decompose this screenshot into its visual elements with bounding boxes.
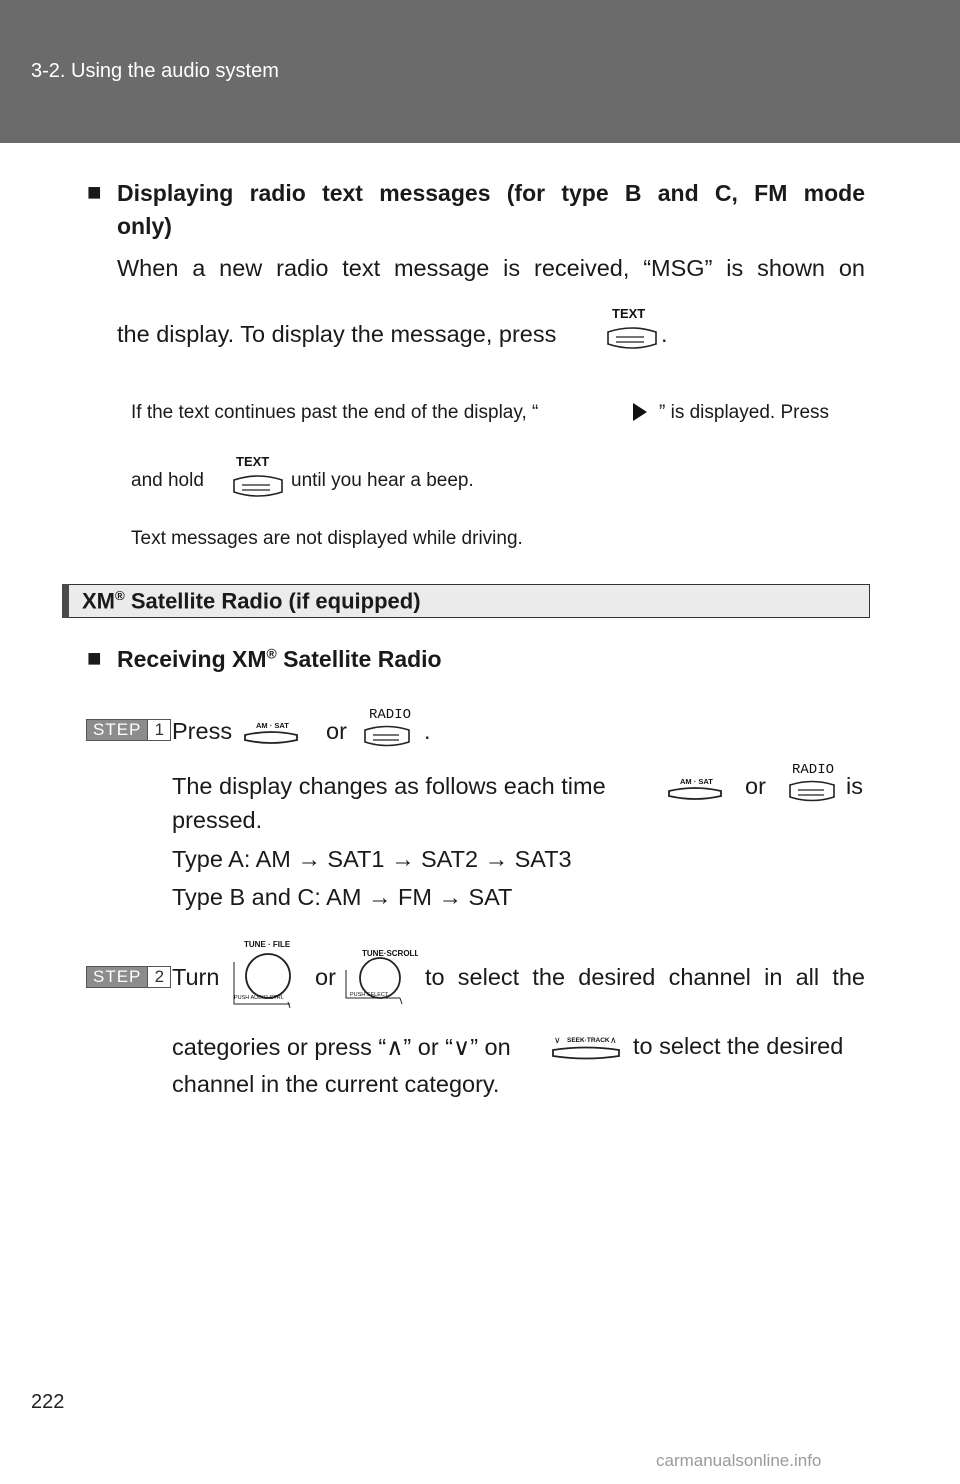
radio-label-2: RADIO <box>792 762 834 778</box>
receiving-heading-pre: Receiving XM <box>117 646 267 672</box>
section-title: XM® Satellite Radio (if equipped) <box>82 588 421 614</box>
tune-file-label: TUNE · FILE <box>244 940 291 949</box>
step-1-line-b: pressed. <box>172 807 263 833</box>
tune-scroll-label: TUNE·SCROLL <box>362 949 418 958</box>
step-1-end: . <box>424 718 431 744</box>
step-1-line-a-or: or <box>745 773 766 799</box>
note-2: Text messages are not displayed while dr… <box>131 528 523 549</box>
step-1-line-a-post: is <box>846 773 863 799</box>
step-2-num: 2 <box>147 967 171 987</box>
section-title-reg: ® <box>115 588 125 603</box>
page-number: 222 <box>31 1391 65 1413</box>
step-2-line-1-post: to select the desired channel in all the <box>425 964 865 990</box>
svg-text:∨: ∨ <box>554 1035 561 1045</box>
seek-track-button-icon: ∨ SEEK·TRACK ∧ <box>552 1035 620 1060</box>
step-1-num: 1 <box>147 720 171 740</box>
header-section-title: 3-2. Using the audio system <box>31 60 279 82</box>
radio-text-heading-2: only) <box>117 213 172 239</box>
step-1-type-bc: Type B and C: AM → FM → SAT <box>172 884 513 910</box>
note-1-line-2-pre: and hold <box>131 470 204 491</box>
play-arrow-icon <box>633 403 647 421</box>
text-button-icon-2: TEXT <box>233 454 283 497</box>
note-1-line-1-pre: If the text continues past the end of th… <box>131 402 539 423</box>
am-sat-label-2: AM · SAT <box>680 777 713 786</box>
receiving-heading: Receiving XM® Satellite Radio <box>117 646 442 673</box>
note-1-line-2-post: until you hear a beep. <box>291 470 474 491</box>
am-sat-button-icon-2: AM · SAT <box>668 777 722 800</box>
step-1-press: Press <box>172 718 233 744</box>
tune-scroll-sub: PUSH SELECT <box>350 992 389 998</box>
svg-text:∧: ∧ <box>610 1035 617 1045</box>
step-1-type-a: Type A: AM → SAT1 → SAT2 → SAT3 <box>172 846 572 872</box>
radio-text-para-2: the display. To display the message, pre… <box>117 321 557 347</box>
text-button-icon-label: TEXT <box>612 306 645 321</box>
radio-text-para-1: When a new radio text message is receive… <box>117 255 865 281</box>
am-sat-label: AM · SAT <box>256 721 289 730</box>
receiving-heading-reg: ® <box>266 646 277 662</box>
tune-file-knob-icon: TUNE · FILE PUSH AUDIO CTRL <box>233 940 291 1009</box>
note-1-line-1-post: ” is displayed. Press <box>659 402 830 423</box>
tune-scroll-knob-icon: TUNE·SCROLL PUSH SELECT <box>345 949 418 1005</box>
bullet-square: ■ <box>87 179 102 206</box>
text-button-icon: TEXT <box>607 306 657 349</box>
section-title-rest: Satellite Radio (if equipped) <box>124 588 421 614</box>
radio-text-para-2-end: . <box>661 321 668 347</box>
step-2-line-2-post: to select the desired <box>633 1033 844 1059</box>
tune-file-sub: PUSH AUDIO CTRL <box>234 995 284 1001</box>
section-title-bar: XM® Satellite Radio (if equipped) <box>62 583 870 618</box>
step-2-line-2-pre: categories or press “∧” or “∨” on <box>172 1034 511 1060</box>
watermark: carmanualsonline.info <box>656 1451 822 1470</box>
step-1-line-a-pre: The display changes as follows each time <box>172 773 606 799</box>
step-2-or: or <box>315 964 336 990</box>
step-1-label: STEP <box>87 720 148 740</box>
radio-text-heading-1: Displaying radio text messages (for type… <box>117 180 865 206</box>
step-2-turn: Turn <box>172 964 220 990</box>
section-bar-accent <box>62 583 69 618</box>
text-button-icon-2-label: TEXT <box>236 454 269 469</box>
am-sat-button-icon: AM · SAT <box>244 721 298 744</box>
section-title-xm: XM <box>82 588 115 614</box>
radio-button-icon-2: RADIO <box>789 762 835 802</box>
receiving-heading-post: Satellite Radio <box>276 646 442 672</box>
radio-button-icon: RADIO <box>364 707 411 747</box>
step-2-label: STEP <box>87 967 148 987</box>
page-header: 3-2. Using the audio system <box>0 0 960 143</box>
radio-label: RADIO <box>369 707 411 723</box>
step-2-line-3: channel in the current category. <box>172 1071 500 1097</box>
seek-track-label: SEEK·TRACK <box>567 1037 610 1044</box>
bullet-square-2: ■ <box>87 645 102 672</box>
step-1-or: or <box>326 718 347 744</box>
